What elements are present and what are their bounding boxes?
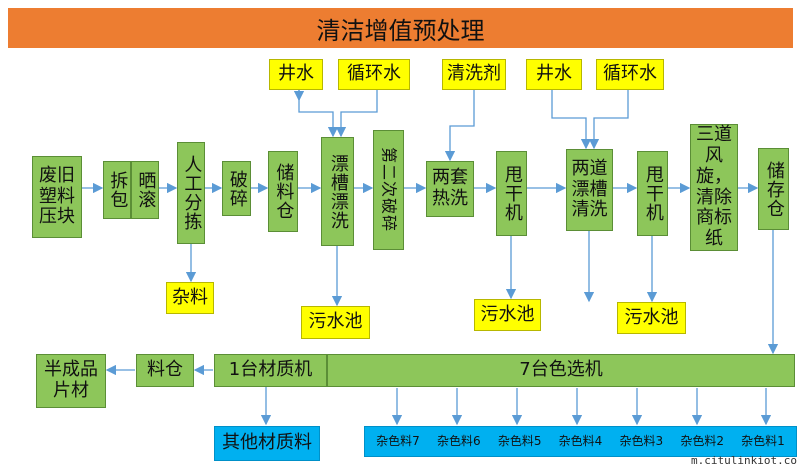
sewage-2-label: 污水池 xyxy=(480,303,535,325)
mixed-4-label: 杂色料4 xyxy=(558,433,603,448)
sewage-2-box: 污水池 xyxy=(474,299,541,331)
well-water-2-label: 井水 xyxy=(536,63,572,85)
detergent-label: 清洗剂 xyxy=(447,63,501,85)
semi-product-box: 半成品片材 xyxy=(36,354,106,408)
mixed-5-label: 杂色料5 xyxy=(497,433,542,448)
watermark: m.citulinkiot.co xyxy=(691,454,797,467)
material-sorter-label: 1台材质机 xyxy=(228,359,313,381)
sewage-3-box: 污水池 xyxy=(617,302,686,334)
spin-dry-1-box: 甩干机 xyxy=(496,151,527,236)
sundries-label: 杂料 xyxy=(172,286,208,308)
unpack-box: 拆包 xyxy=(103,161,131,219)
two-rinse-label: 两道漂槽清洗 xyxy=(571,157,608,221)
recycle-water-2-box: 循环水 xyxy=(596,59,664,90)
cyclone-box: 三道风旋，清除商标纸 xyxy=(690,124,738,251)
sewage-1-label: 污水池 xyxy=(308,311,363,333)
mixed-2-label: 杂色料2 xyxy=(680,433,724,448)
crush-box: 破碎 xyxy=(222,161,251,216)
two-rinse-box: 两道漂槽清洗 xyxy=(566,149,613,231)
storage-bin-label: 储料仓 xyxy=(273,163,295,220)
mixed-strip: 杂色料7 杂色料6 杂色料5 杂色料4 杂色料3 杂色料2 杂色料1 xyxy=(364,426,797,457)
rinse-tank-box: 漂槽漂洗 xyxy=(321,137,354,246)
color-sorter-box: 7台色选机 xyxy=(327,354,795,387)
recycle-water-1-box: 循环水 xyxy=(338,59,410,90)
manual-sort-label: 人工分拣 xyxy=(181,155,203,231)
mixed-3-label: 杂色料3 xyxy=(619,433,664,448)
color-sorter-label: 7台色选机 xyxy=(519,359,603,381)
manual-sort-box: 人工分拣 xyxy=(177,142,205,244)
spin-dry-2-label: 甩干机 xyxy=(642,165,664,222)
sewage-3-label: 污水池 xyxy=(624,306,679,328)
bin-box: 料仓 xyxy=(136,354,194,387)
material-sorter-box: 1台材质机 xyxy=(214,354,327,387)
second-crush-label: 第二次破碎 xyxy=(379,147,399,233)
recycle-water-1-label: 循环水 xyxy=(347,63,401,85)
old-bale-label: 废旧塑料压块 xyxy=(39,164,75,228)
detergent-box: 清洗剂 xyxy=(442,59,506,90)
semi-product-label: 半成品片材 xyxy=(44,359,98,401)
old-bale-box: 废旧塑料压块 xyxy=(32,156,82,238)
well-water-1-label: 井水 xyxy=(278,63,314,85)
cyclone-label: 三道风旋，清除商标纸 xyxy=(696,124,732,249)
storage-bin-box: 储料仓 xyxy=(268,151,298,232)
arrow-well2-rinse2 xyxy=(551,90,592,150)
diagram-title: 清洁增值预处理 xyxy=(8,8,793,48)
arrow-well1-rinse xyxy=(298,90,339,138)
sundries-box: 杂料 xyxy=(166,282,214,314)
sun-roll-box: 晒滚 xyxy=(131,161,159,219)
bin-label: 料仓 xyxy=(147,359,183,381)
mixed-1-label: 杂色料1 xyxy=(741,433,785,448)
sun-roll-label: 晒滚 xyxy=(135,171,157,209)
store-box: 储存仓 xyxy=(758,148,789,230)
spin-dry-1-label: 甩干机 xyxy=(501,165,523,222)
arrow-recycle2-rinse2 xyxy=(588,90,629,150)
mixed-6-label: 杂色料6 xyxy=(437,433,481,448)
recycle-water-2-label: 循环水 xyxy=(603,63,657,85)
sewage-1-box: 污水池 xyxy=(301,306,370,339)
spin-dry-2-box: 甩干机 xyxy=(637,151,668,236)
other-material-box: 其他材质料 xyxy=(214,426,320,461)
unpack-label: 拆包 xyxy=(107,171,129,209)
well-water-2-box: 井水 xyxy=(526,59,582,90)
other-material-label: 其他材质料 xyxy=(222,432,312,454)
well-water-1-box: 井水 xyxy=(269,59,323,90)
crush-label: 破碎 xyxy=(226,169,248,208)
arrow-recycle1-rinse xyxy=(335,90,378,138)
mixed-7-label: 杂色料7 xyxy=(376,433,420,448)
hot-wash-label: 两套热洗 xyxy=(432,167,468,209)
store-label: 储存仓 xyxy=(763,160,785,218)
rinse-tank-label: 漂槽漂洗 xyxy=(327,153,349,230)
second-crush-box: 第二次破碎 xyxy=(373,130,404,250)
hot-wash-box: 两套热洗 xyxy=(426,161,474,217)
arrow-detergent-wash xyxy=(444,90,475,162)
